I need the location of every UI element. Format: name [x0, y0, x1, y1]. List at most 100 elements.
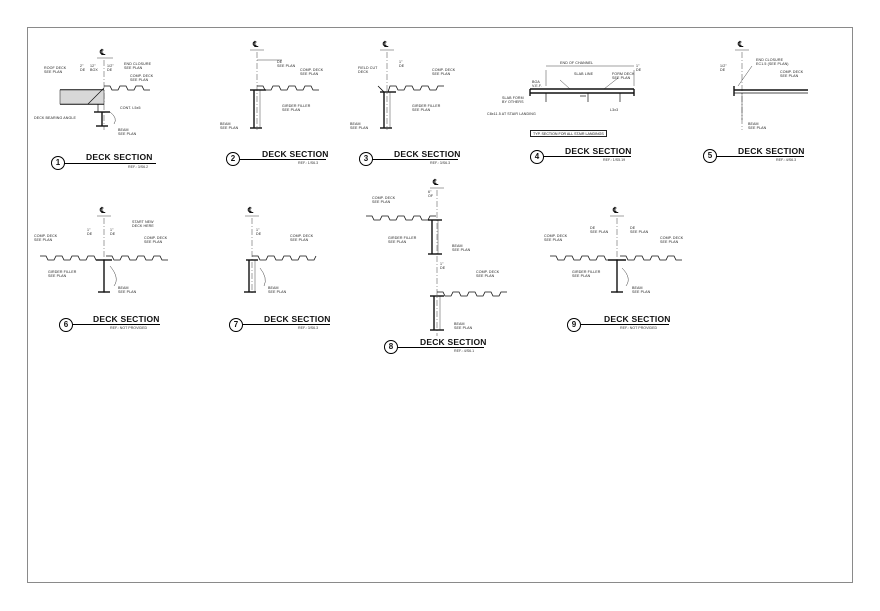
- note: 1"DE: [440, 262, 446, 270]
- note: SLAB LINE: [574, 72, 594, 76]
- section-title: DECK SECTION: [604, 314, 671, 324]
- note: 1/2"DE: [107, 64, 114, 72]
- title-underline: [543, 156, 631, 158]
- note: DECK BEARING ANGLE: [34, 116, 76, 120]
- centerline-symbol: ℄: [433, 178, 439, 187]
- title-underline: [581, 324, 669, 326]
- section-number: 7: [229, 318, 243, 332]
- section-1-drawing: [59, 57, 150, 130]
- section-number: 3: [359, 152, 373, 166]
- note: 1"DE: [110, 228, 116, 236]
- note: 1/2"DE: [720, 64, 727, 72]
- section-reference: REF.: NOT PROVIDED: [110, 326, 148, 330]
- note: 6"OF: [428, 190, 434, 198]
- note: CONT. L5x5: [120, 106, 141, 110]
- title-underline: [716, 156, 804, 158]
- section-number: 1: [51, 156, 65, 170]
- section-5-drawing: [733, 49, 808, 130]
- section-reference: REF.: 1/S6.3: [298, 161, 319, 165]
- title-underline: [240, 159, 326, 161]
- note: 1"DE: [87, 228, 93, 236]
- centerline-symbol: ℄: [613, 206, 619, 215]
- note: 1"DE: [399, 60, 405, 68]
- caption-box: TYP. SECTION FOR ALL STAIR LANDINGS: [530, 130, 607, 137]
- section-reference: REF.: 4/S6.1: [454, 349, 475, 353]
- note: C8x11.5 AT STAIR LANDING: [487, 112, 536, 116]
- section-reference: REF.: 3/S6.2: [128, 165, 149, 169]
- title-underline: [72, 324, 160, 326]
- centerline-symbol: ℄: [253, 40, 259, 49]
- section-title: DECK SECTION: [86, 152, 153, 162]
- title-underline: [64, 163, 156, 165]
- section-reference: REF.: 4/S6.3: [776, 158, 797, 162]
- centerline-symbol: ℄: [100, 206, 106, 215]
- section-reference: REF.: 3/S6.3: [430, 161, 451, 165]
- note: END OF CHANNEL: [560, 61, 594, 65]
- section-number: 2: [226, 152, 240, 166]
- note: L3x3: [610, 108, 619, 112]
- centerline-symbol: ℄: [100, 48, 106, 57]
- section-reference: REF.: NOT PROVIDED: [620, 326, 658, 330]
- section-7-drawing: [244, 215, 317, 294]
- note: 1"DE: [256, 228, 262, 236]
- section-reference: REF.: 3/S6.3: [298, 326, 319, 330]
- title-underline: [242, 324, 330, 326]
- section-number: 6: [59, 318, 73, 332]
- centerline-symbol: ℄: [383, 40, 389, 49]
- section-number: 9: [567, 318, 581, 332]
- section-title: DECK SECTION: [394, 149, 461, 159]
- section-number: 4: [530, 150, 544, 164]
- section-3-drawing: [377, 49, 444, 130]
- section-title: DECK SECTION: [738, 146, 805, 156]
- section-title: DECK SECTION: [264, 314, 331, 324]
- note: 12"BOX: [90, 64, 98, 72]
- section-number: 8: [384, 340, 398, 354]
- note: 1"DE: [636, 64, 642, 72]
- section-title: DECK SECTION: [420, 337, 487, 347]
- section-reference: REF.: 1/S5.19: [603, 158, 626, 162]
- note: 2"DE: [80, 64, 86, 72]
- section-4-drawing: [529, 65, 635, 102]
- section-8-drawing: [366, 187, 507, 336]
- section-title: DECK SECTION: [565, 146, 632, 156]
- title-underline: [372, 159, 458, 161]
- sheet-border: [27, 27, 853, 583]
- section-9-drawing: [550, 215, 682, 294]
- section-6-drawing: [40, 215, 168, 294]
